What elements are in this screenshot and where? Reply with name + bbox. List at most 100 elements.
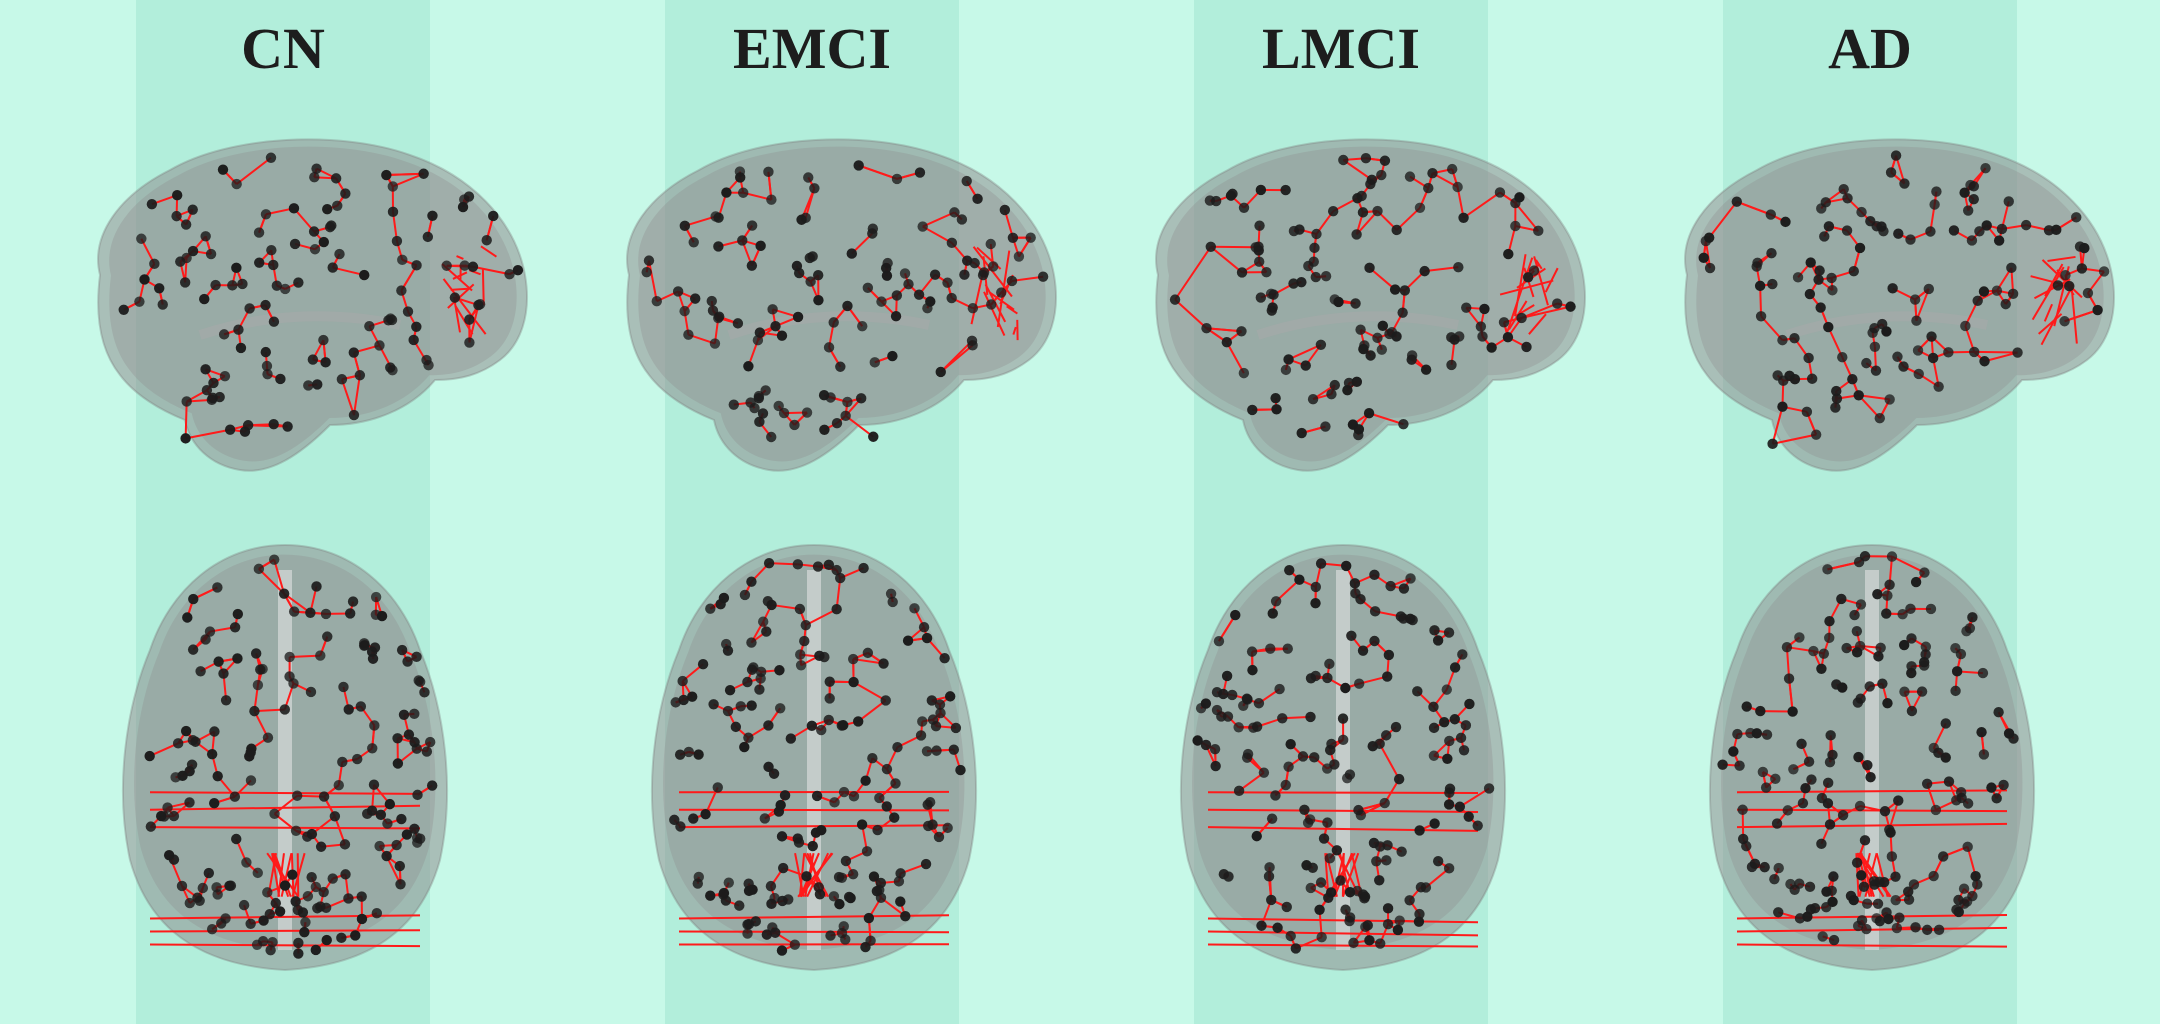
region-node <box>678 694 689 706</box>
region-node <box>233 324 244 335</box>
region-node <box>1007 232 1019 243</box>
region-node <box>1906 705 1918 717</box>
region-node <box>1872 588 1883 600</box>
connection-edge <box>1736 200 1772 216</box>
region-node <box>715 599 726 610</box>
region-node <box>1737 833 1749 845</box>
region-node <box>1382 919 1394 930</box>
connection-edge <box>1788 678 1794 712</box>
region-node <box>739 589 751 601</box>
region-node <box>172 738 184 749</box>
connection-edge <box>1974 350 2018 354</box>
region-node <box>1875 642 1886 653</box>
region-node <box>813 294 824 306</box>
region-node <box>1233 785 1245 797</box>
region-node <box>828 317 839 328</box>
region-node <box>1200 739 1212 751</box>
region-node <box>334 248 345 260</box>
region-node <box>869 357 881 368</box>
region-node <box>267 937 278 948</box>
region-node <box>1823 321 1834 333</box>
region-node <box>1307 862 1318 873</box>
region-node <box>1380 730 1392 741</box>
region-node <box>1920 641 1932 652</box>
region-node <box>1169 294 1181 305</box>
region-node <box>1346 630 1357 641</box>
region-node <box>872 824 883 836</box>
region-node <box>688 813 699 824</box>
region-node <box>777 862 789 874</box>
region-node <box>204 626 216 637</box>
connection-edge <box>481 268 485 306</box>
connection-edge <box>1708 201 1738 239</box>
region-node <box>1429 818 1440 829</box>
region-node <box>504 268 515 280</box>
connection-edge <box>456 255 464 260</box>
connection-edge <box>800 852 833 898</box>
region-node <box>1382 903 1394 914</box>
region-node <box>1498 317 1510 328</box>
region-node <box>1996 223 2008 235</box>
region-node <box>1769 873 1780 885</box>
region-node <box>1420 364 1432 375</box>
region-node <box>767 304 778 315</box>
connection-edge <box>1207 808 1479 813</box>
region-node <box>320 608 332 620</box>
region-node <box>2071 212 2082 223</box>
region-node <box>996 287 1007 298</box>
region-node <box>2076 263 2088 274</box>
region-node <box>149 258 160 270</box>
connection-edge <box>149 943 421 948</box>
region-node <box>340 869 351 880</box>
region-node <box>1855 599 1867 610</box>
region-node <box>1854 640 1866 652</box>
region-node <box>367 653 379 664</box>
region-node <box>1446 163 1458 175</box>
region-node <box>823 714 834 726</box>
region-node <box>789 939 801 950</box>
region-node <box>1250 242 1261 253</box>
region-node <box>182 612 193 623</box>
region-node <box>836 720 848 731</box>
region-node <box>670 697 681 708</box>
region-node <box>833 871 845 883</box>
region-node <box>818 390 830 401</box>
region-node <box>1761 729 1773 740</box>
region-node <box>773 400 784 412</box>
region-node <box>1322 817 1333 828</box>
region-node <box>931 745 942 756</box>
region-node <box>1464 698 1475 710</box>
region-node <box>1323 892 1334 903</box>
region-node <box>181 252 192 264</box>
connection-edge <box>1736 822 2008 829</box>
region-node <box>260 299 271 311</box>
region-node <box>1755 311 1767 322</box>
region-node <box>392 758 404 769</box>
connection-edge <box>1342 852 1360 898</box>
region-node <box>1316 932 1327 943</box>
region-node <box>746 576 757 587</box>
region-node <box>1514 192 1525 203</box>
region-node <box>293 937 304 949</box>
region-node <box>327 262 338 273</box>
region-node <box>279 283 291 295</box>
connection-edge <box>678 808 950 812</box>
region-node <box>1890 150 1902 161</box>
region-node <box>1375 938 1386 949</box>
region-node <box>162 802 173 813</box>
region-node <box>180 219 192 230</box>
region-node <box>1423 182 1434 194</box>
region-node <box>1309 752 1320 763</box>
region-node <box>712 782 723 793</box>
region-node <box>1870 365 1882 376</box>
region-node <box>1773 862 1784 874</box>
region-node <box>306 871 317 883</box>
region-node <box>1862 759 1873 771</box>
region-node <box>1343 377 1355 389</box>
region-node <box>1827 896 1838 908</box>
connection-edge <box>386 172 424 177</box>
region-node <box>1981 220 1992 231</box>
region-node <box>669 814 680 826</box>
region-node <box>327 873 338 884</box>
region-node <box>935 707 946 719</box>
